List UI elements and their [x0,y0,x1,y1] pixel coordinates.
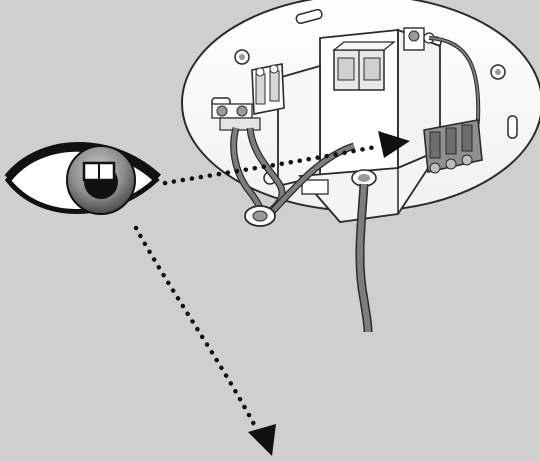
cables [230,127,377,333]
top-slot [295,8,323,25]
left-terminal-block [211,63,285,131]
right-terminal-block [423,119,483,174]
right-slot [507,115,518,139]
eye-icon [4,142,162,215]
screw-hole [239,54,245,60]
inner-terminal-block [332,41,396,91]
screw-hole [495,69,501,75]
dotted-arrow-right-icon [162,131,410,186]
dotted-arrow-down-icon [133,225,276,456]
junction-box [277,27,443,223]
ceiling-mount-base-icon [181,0,540,223]
